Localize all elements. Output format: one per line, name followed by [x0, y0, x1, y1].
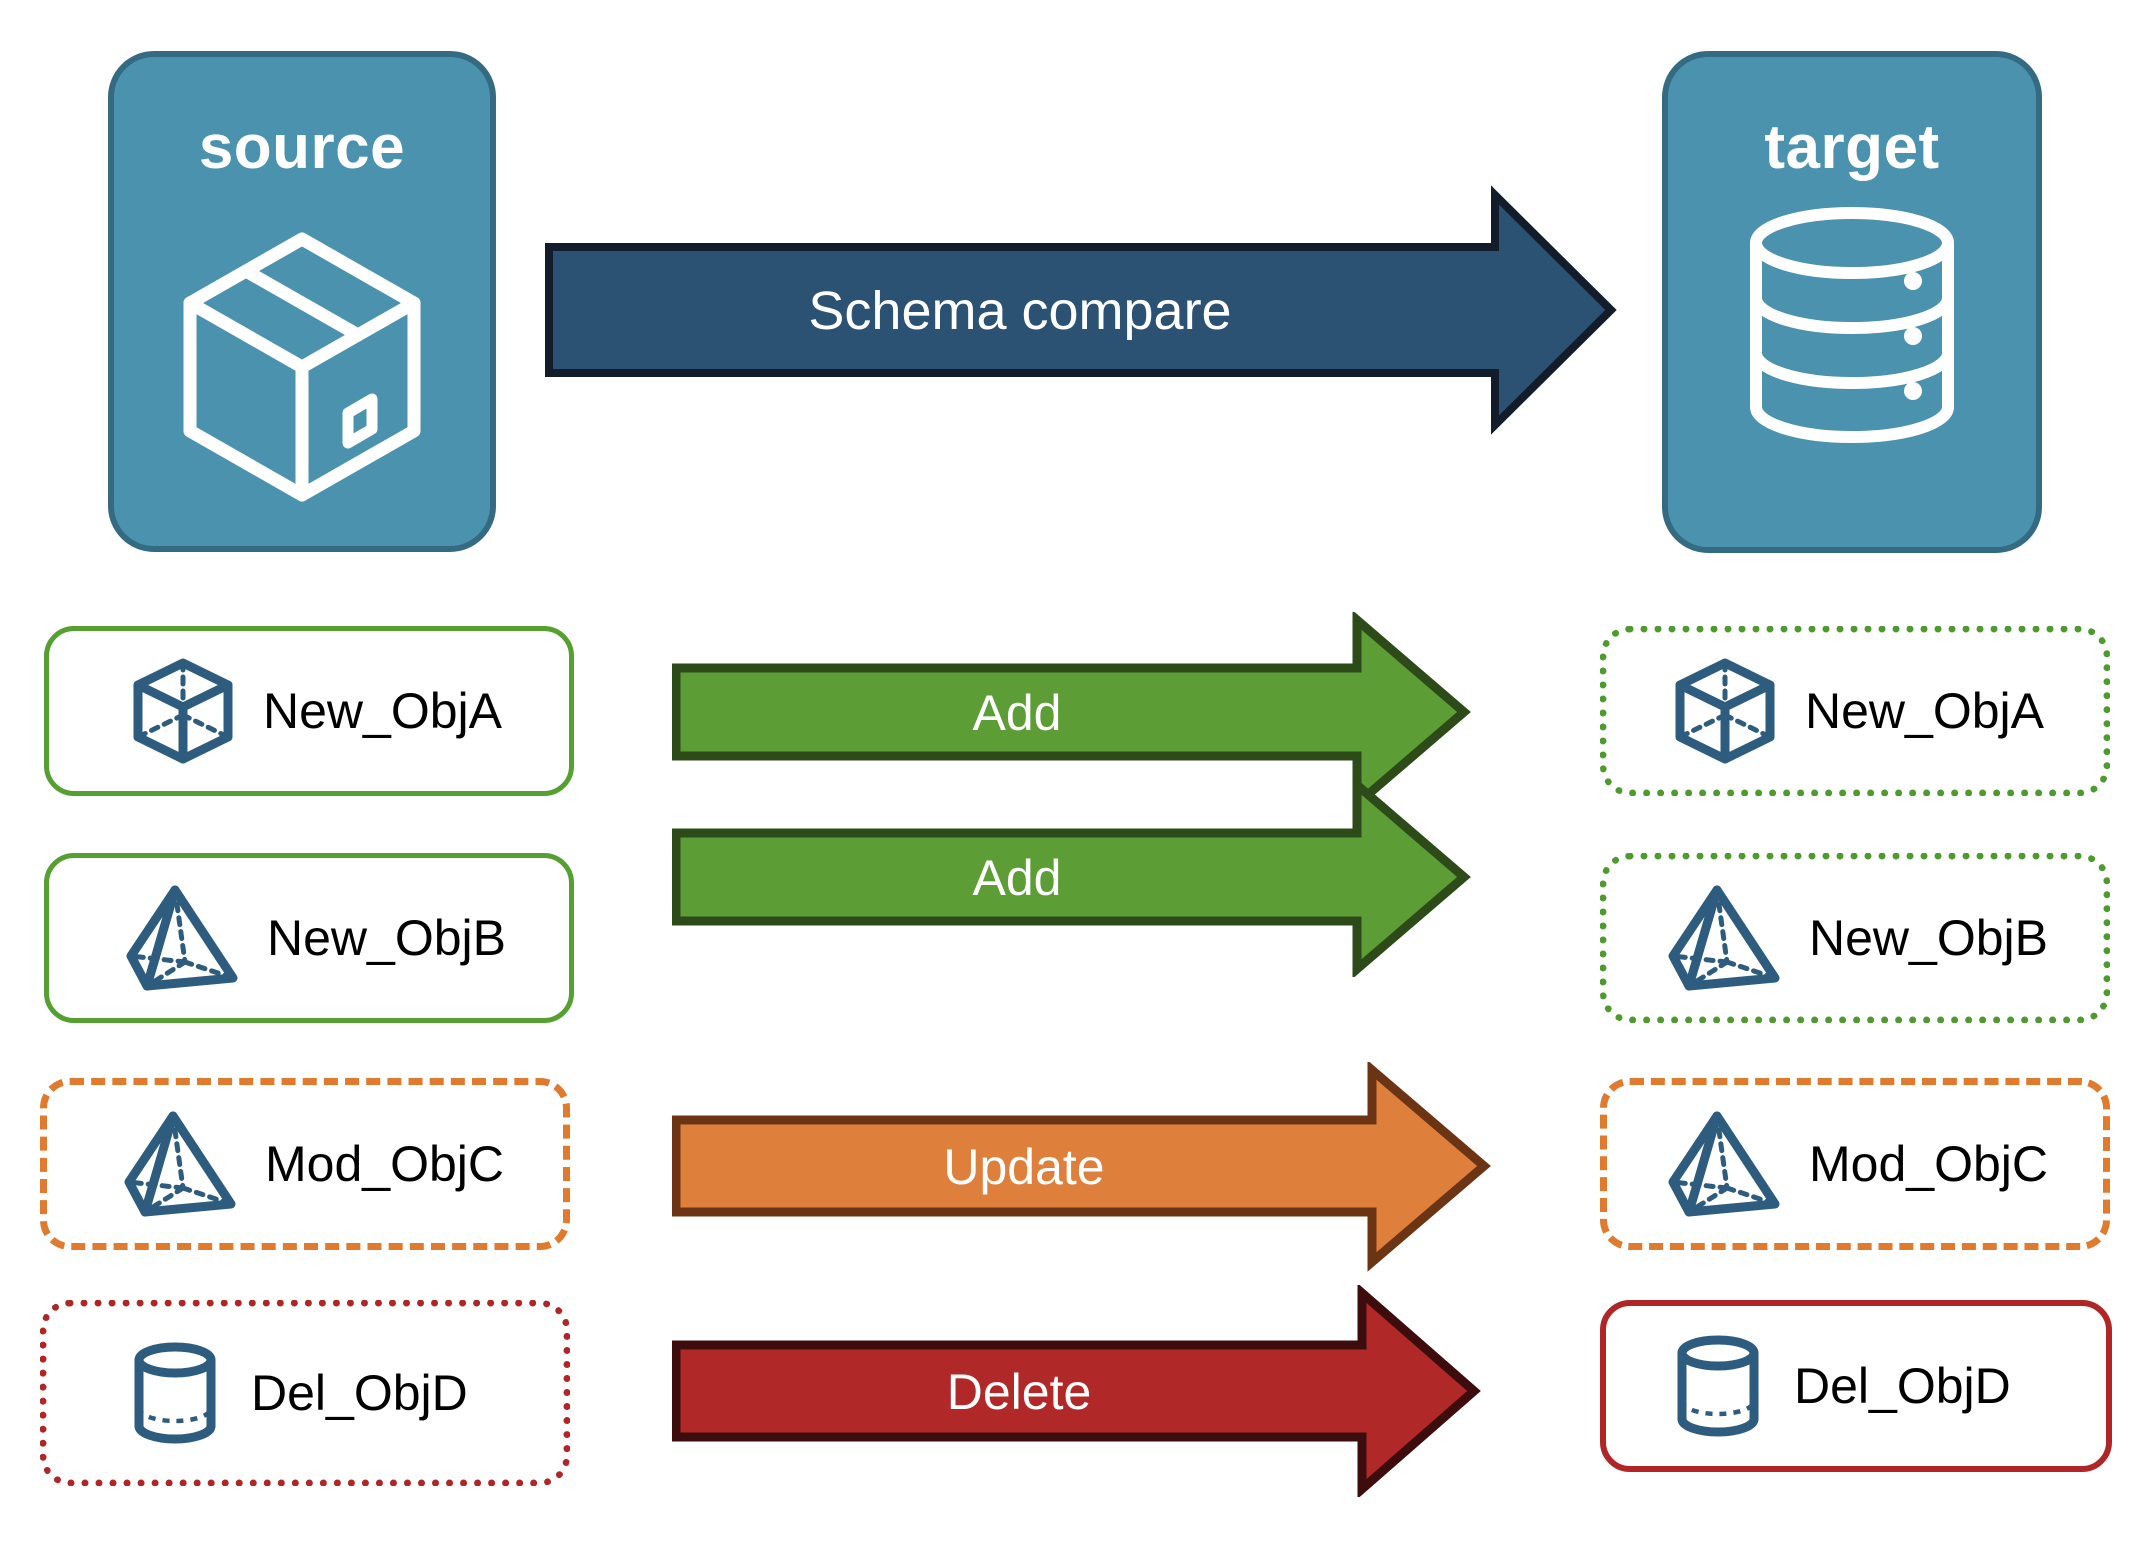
source-object-label-3: Del_ObjD: [251, 1365, 468, 1421]
wireframe-pyramid-icon: [1665, 1108, 1783, 1220]
source-object-label-0: New_ObjA: [263, 683, 502, 739]
target-object-label-1: New_ObjB: [1809, 910, 2048, 966]
source-title: source: [198, 113, 406, 182]
package-box-icon: [114, 217, 490, 517]
target-object-card-2[interactable]: Mod_ObjC: [1600, 1078, 2110, 1250]
action-arrow-3[interactable]: Delete: [672, 1285, 1482, 1497]
source-endpoint-card[interactable]: source: [108, 51, 496, 552]
wireframe-pyramid-icon: [123, 882, 241, 994]
wireframe-cylinder-icon: [1668, 1331, 1768, 1441]
wireframe-cylinder-icon: [125, 1338, 225, 1448]
source-object-card-1[interactable]: New_ObjB: [44, 853, 574, 1023]
source-object-label-2: Mod_ObjC: [265, 1136, 504, 1192]
source-object-card-2[interactable]: Mod_ObjC: [40, 1078, 570, 1250]
target-object-label-0: New_ObjA: [1805, 683, 2044, 739]
action-arrow-2[interactable]: Update: [672, 1062, 1492, 1272]
target-object-card-0[interactable]: New_ObjA: [1600, 626, 2110, 796]
target-endpoint-card[interactable]: target: [1662, 51, 2042, 553]
action-arrow-1[interactable]: Add: [672, 777, 1472, 977]
target-object-card-1[interactable]: New_ObjB: [1600, 853, 2110, 1023]
target-title: target: [1764, 113, 1940, 182]
database-cylinder-icon: [1668, 205, 2036, 445]
source-object-label-1: New_ObjB: [267, 910, 506, 966]
wireframe-pyramid-icon: [1665, 882, 1783, 994]
target-object-label-2: Mod_ObjC: [1809, 1136, 2048, 1192]
source-object-card-3[interactable]: Del_ObjD: [40, 1300, 570, 1486]
wireframe-cube-icon: [129, 655, 237, 767]
target-object-card-3[interactable]: Del_ObjD: [1600, 1300, 2112, 1472]
schema-compare-arrow[interactable]: Schema compare: [545, 185, 1620, 435]
wireframe-pyramid-icon: [121, 1108, 239, 1220]
wireframe-cube-icon: [1671, 655, 1779, 767]
source-object-card-0[interactable]: New_ObjA: [44, 626, 574, 796]
target-object-label-3: Del_ObjD: [1794, 1358, 2011, 1414]
